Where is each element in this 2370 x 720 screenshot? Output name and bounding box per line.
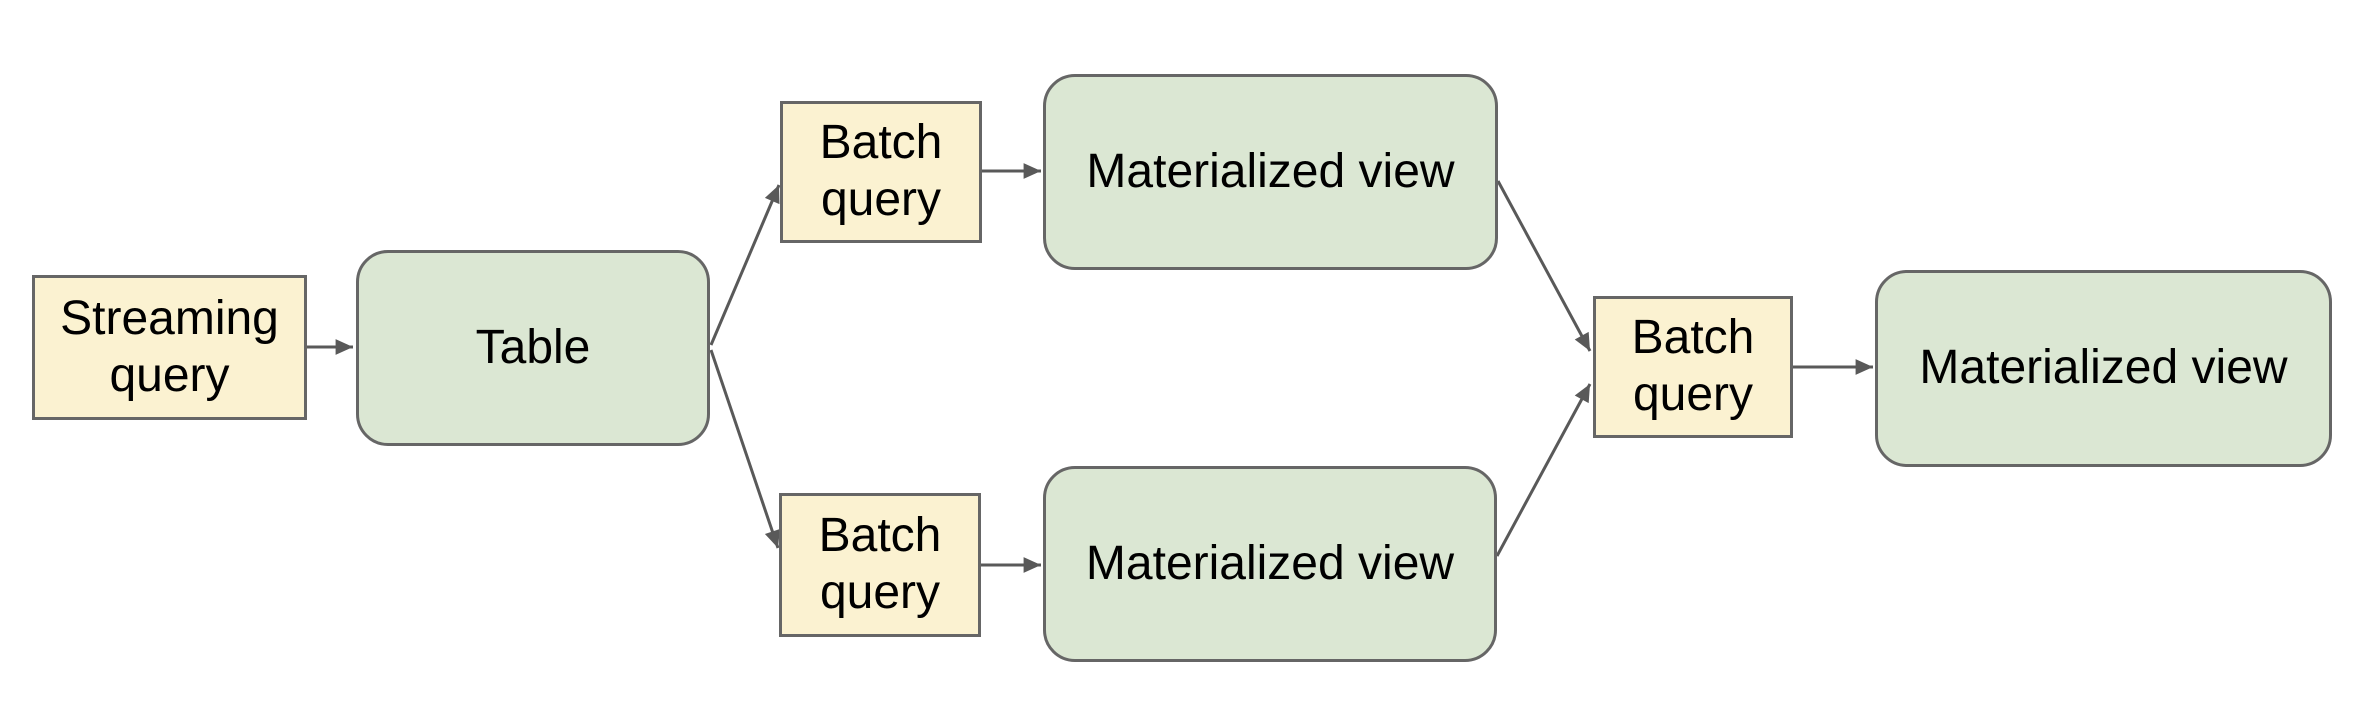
node-label: Materialized view	[1919, 341, 2288, 395]
node-label: Materialized view	[1086, 144, 1455, 198]
node-label: Table	[475, 320, 591, 374]
node-label: Materialized view	[1085, 536, 1455, 590]
node-label: Batch query	[1631, 311, 1755, 421]
node-table: Table	[356, 250, 710, 446]
node-batch-query-top: Batch query	[780, 101, 982, 243]
node-materialized-view-final: Materialized view	[1875, 270, 2332, 467]
connector-mv-top-to-batch-final	[1496, 180, 1592, 352]
node-label: Batch query	[818, 509, 942, 619]
node-streaming-query: Streaming query	[32, 275, 307, 420]
connector-table-to-batch-top	[709, 184, 781, 346]
node-label: Streaming query	[60, 291, 279, 402]
node-materialized-view-bottom: Materialized view	[1043, 466, 1497, 662]
node-batch-query-final: Batch query	[1593, 296, 1793, 438]
node-materialized-view-top: Materialized view	[1043, 74, 1498, 270]
connector-table-to-batch-bottom	[709, 349, 780, 549]
connector-mv-bottom-to-batch-final	[1495, 383, 1592, 557]
node-label: Batch query	[819, 116, 943, 226]
node-batch-query-bottom: Batch query	[779, 493, 981, 637]
